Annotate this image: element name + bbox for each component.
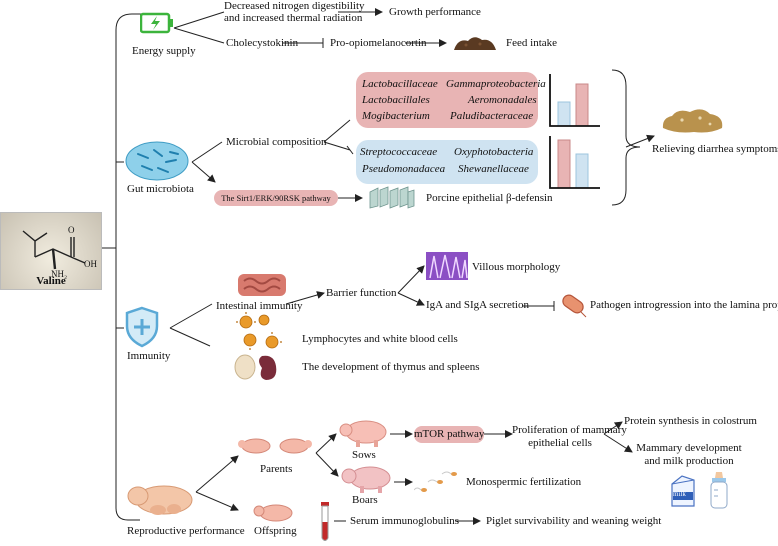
- pig-icon: [253, 504, 293, 522]
- pathogen-icon: [562, 294, 587, 318]
- shield-plus-icon: [125, 306, 159, 348]
- baby-bottle-icon: [710, 472, 728, 509]
- virus-icon: [236, 312, 282, 350]
- immunity-title: Immunity: [127, 350, 171, 362]
- thymus-spleens-text: The development of thymus and spleens: [302, 361, 480, 373]
- valine-oh-label: OH: [84, 259, 97, 269]
- protein-synthesis-text: Protein synthesis in colostrum: [624, 415, 757, 427]
- growth-performance-text: Growth performance: [389, 6, 481, 18]
- sirt1-pathway-pill: [214, 190, 338, 206]
- main-bracket-bottom: [115, 248, 140, 521]
- mammary-development-line1: Mammary development: [636, 442, 742, 454]
- increased-bacteria-2: Gammaproteobacteria: [446, 78, 546, 90]
- decreased-bacteria-1: Streptococcaceae: [360, 146, 438, 158]
- proliferation-text-line2: epithelial cells: [528, 437, 592, 449]
- feed-intake-text: Feed intake: [506, 37, 558, 49]
- gut-microbiota-title: Gut microbiota: [127, 183, 194, 195]
- valine-nh2-label: NH₂: [51, 269, 68, 279]
- battery-charging-icon: [140, 12, 173, 34]
- main-bracket-top: [115, 13, 150, 248]
- thermal-radiation-text: and increased thermal radiation: [224, 12, 363, 24]
- offspring-text: Offspring: [254, 525, 297, 537]
- pathogen-introgression-text: Pathogen introgression into the lamina p…: [590, 299, 778, 311]
- valine-oxygen-label: O: [68, 225, 75, 235]
- increased-bacteria-3: Lactobacillales: [362, 94, 430, 106]
- sows-text: Sows: [352, 449, 376, 461]
- bar-chart-icon: [549, 136, 600, 189]
- mtor-pathway-pill: [414, 426, 484, 443]
- nitrogen-digestibility-text: Decreased nitrogen digestibility: [224, 0, 365, 12]
- valine-structure-icon: [22, 230, 86, 270]
- reproductive-performance-title: Reproductive performance: [127, 525, 245, 537]
- decreased-bacteria-2: Oxyphotobacteria: [454, 146, 534, 158]
- intestine-icon: [238, 274, 286, 296]
- lymphocytes-text: Lymphocytes and white blood cells: [302, 333, 458, 345]
- energy-supply-title: Energy supply: [132, 45, 196, 57]
- increased-bacteria-4: Aeromonadales: [468, 94, 537, 106]
- decreased-bacteria-box: [356, 140, 538, 184]
- monospermic-fertilization-text: Monospermic fertilization: [466, 476, 582, 488]
- feces-icon: [454, 37, 496, 50]
- pig-icon: [339, 420, 387, 447]
- iga-secretion-text: IgA and SIgA secretion: [426, 299, 529, 311]
- increased-bacteria-5: Mogibacterium: [362, 110, 430, 122]
- beta-defensin-text: Porcine epithelial β-defensin: [426, 192, 553, 204]
- villi-icon: [426, 252, 468, 280]
- microbial-composition-text: Microbial composition: [226, 136, 327, 148]
- thymus-spleen-icon: [234, 354, 277, 380]
- blood-tube-icon: [321, 502, 329, 541]
- bar-chart-icon: [549, 74, 600, 127]
- mammary-development-line2: and milk production: [644, 455, 734, 467]
- sperm-icon: [414, 471, 457, 492]
- piglet-survivability-text: Piglet survivability and weaning weight: [486, 515, 662, 527]
- increased-bacteria-6: Paludibacteraceae: [450, 110, 534, 122]
- epithelium-icon: [369, 186, 415, 209]
- increased-bacteria-1: Lactobacillaceae: [362, 78, 438, 90]
- villous-morphology-text: Villous morphology: [472, 261, 561, 273]
- serum-immunoglobulins-text: Serum immunoglobulins: [350, 515, 460, 527]
- mtor-pathway-text: mTOR pathway: [414, 428, 485, 440]
- pig-icon: [127, 485, 193, 515]
- pro-opiomelanocortin-text: Pro-opiomelanocortin: [330, 37, 427, 49]
- decreased-bacteria-4: Shewanellaceae: [458, 163, 529, 175]
- bacteria-icon: [125, 141, 189, 181]
- barrier-function-text: Barrier function: [326, 287, 397, 299]
- increased-bacteria-box: [356, 72, 538, 128]
- boars-text: Boars: [352, 494, 378, 506]
- milk-carton-icon: [671, 475, 695, 507]
- sirt1-pathway-text: The Sirt1/ERK/90RSK pathway: [221, 193, 331, 203]
- feces-icon: [662, 109, 723, 133]
- proliferation-text-line1: Proliferation of mammary: [512, 424, 627, 436]
- valine-label: Valine: [36, 275, 66, 287]
- decreased-bacteria-3: Pseudomonadacea: [362, 163, 446, 175]
- pig-icon: [341, 466, 391, 493]
- pig-icon: [238, 438, 312, 454]
- intestinal-immunity-text: Intestinal immunity: [216, 300, 303, 312]
- relieving-diarrhea-text: Relieving diarrhea symptoms: [652, 143, 778, 155]
- cholecystokinin-text: Cholecystokinin: [226, 37, 299, 49]
- parents-text: Parents: [260, 463, 293, 475]
- milk-carton-label: milk: [673, 490, 686, 498]
- valine-panel: O OH NH₂ Valine: [0, 212, 102, 290]
